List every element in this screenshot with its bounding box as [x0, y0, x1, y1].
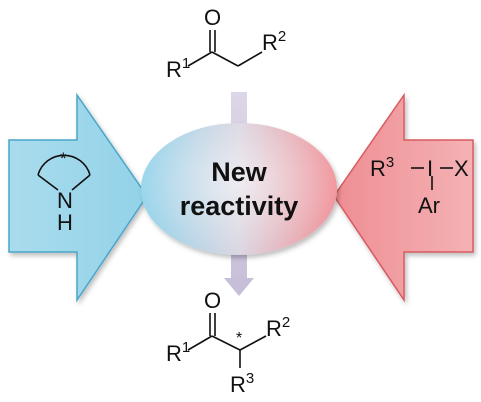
product-stereo-mark: * — [236, 330, 242, 347]
right-arrow-hypervalent-iodine — [333, 92, 474, 303]
amine-catalyst-structure — [37, 154, 91, 191]
product-r1: R1 — [166, 339, 190, 366]
center-ellipse: New reactivity — [141, 123, 337, 255]
catalyst-stereo-mark: * — [60, 149, 67, 168]
reagent-iodine: I — [427, 156, 433, 181]
ketone-oxygen: O — [204, 5, 221, 30]
product-r2: R2 — [266, 314, 290, 341]
alpha-functionalized-product — [187, 313, 267, 368]
ketone-r2: R2 — [262, 28, 286, 55]
reagent-aryl: Ar — [418, 193, 440, 218]
product-oxygen: O — [204, 288, 221, 313]
left-arrow-amine-catalyst — [8, 92, 148, 303]
ketone-r1: R1 — [166, 55, 190, 82]
reagent-r3: R3 — [370, 154, 394, 181]
center-label-line1: New — [211, 157, 268, 187]
iodine-reagent-bonds — [411, 167, 453, 190]
catalyst-hydrogen: H — [57, 210, 73, 235]
ketone-substrate — [187, 30, 263, 67]
product-r3: R3 — [230, 370, 254, 397]
center-label-line2: reactivity — [180, 191, 299, 221]
reagent-x: X — [454, 156, 469, 181]
catalyst-nitrogen: N — [57, 188, 73, 213]
